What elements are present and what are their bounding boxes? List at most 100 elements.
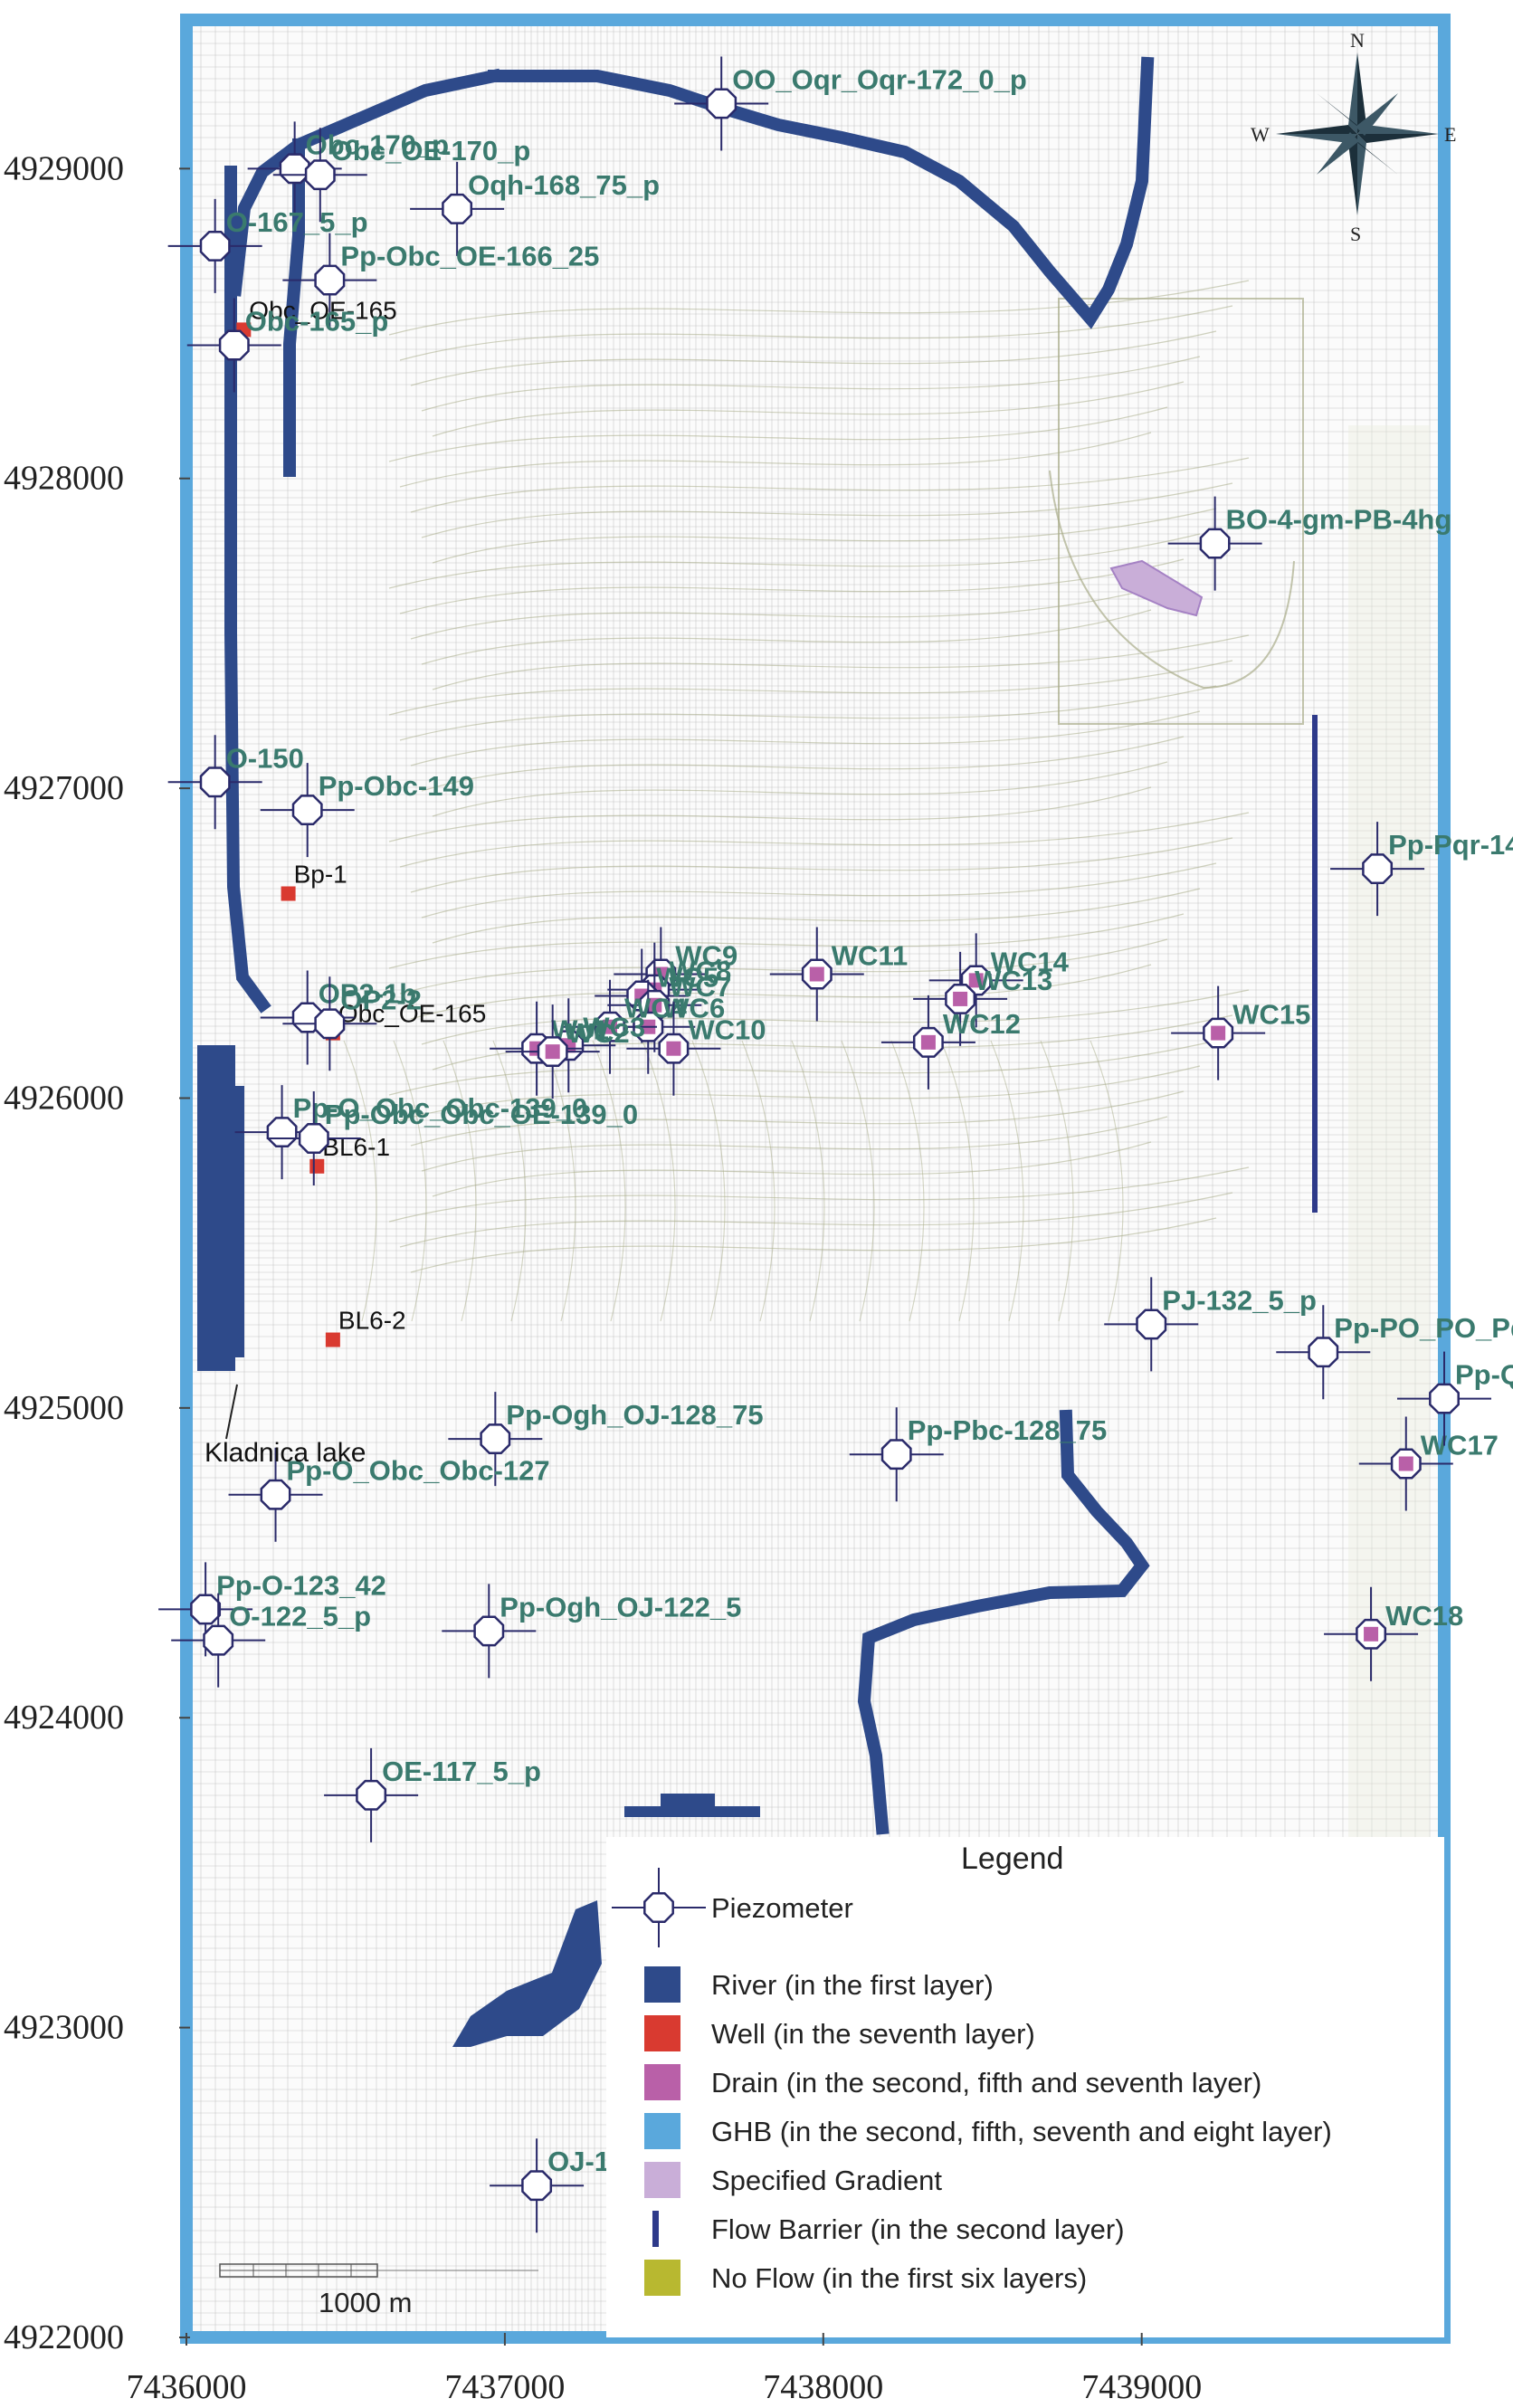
piezometer-label: Pp-Pqr-147_6 [1388,829,1513,861]
drain-well: WC11 [769,927,908,1022]
drain-label: WC3 [583,1011,645,1042]
piezometer-label: Pp-Ogh_OJ-128_75 [506,1399,763,1431]
drain-well: WC2 [505,1004,630,1099]
piezometer-label: Pp-Obc_OE-166_25 [340,241,599,272]
piezometer: O-122_5_p [171,1593,371,1688]
well-label: BL6-2 [338,1307,406,1335]
drain-well: WC13 [913,951,1052,1046]
piezometer-label: OO_Oqr_Oqr-172_0_p [732,63,1027,95]
piezometer: Pp-O_Obc_Obc-127 [228,1447,550,1542]
piezometer-label: Pp-Pbc-128_75 [908,1414,1108,1446]
drain-label: WC18 [1385,1600,1463,1632]
piezometer-label: Obc_OE-170_p [331,135,531,167]
piezometer: Pp-Q-130_37 [1397,1351,1513,1446]
legend-item-label: Flow Barrier (in the second layer) [711,2213,1125,2245]
compass-east: E [1444,123,1456,146]
legend-item: Flow Barrier (in the second layer) [652,2211,1125,2247]
x-tick-label: 7438000 [763,2368,883,2406]
well: Bp-1 [281,861,347,901]
drain-label: WC2 [567,1017,630,1049]
legend-item: Specified Gradient [644,2162,942,2198]
x-tick-label: 7437000 [444,2368,565,2406]
x-axis: 7436000 7437000 7438000 7439000 [127,2333,1202,2406]
legend-item: River (in the first layer) [644,1966,994,2003]
scale-label: 1000 m [319,2287,412,2318]
drain-well: WC4 [563,979,688,1074]
specified-gradient-zone [1109,559,1204,617]
piezometer: Pp-PO_PO_Pqr-131 [1276,1305,1513,1400]
piezometer-label: Pp-O_Obc_Obc-139_0 [293,1092,588,1124]
piezometer: Pp-Pqr-147_6 [1330,822,1513,917]
scale-bar: 1000 m [219,2263,538,2318]
piezometer: PJ-132_5_p [1104,1277,1317,1372]
piezometer: O-150 [167,735,304,830]
compass-south: S [1350,223,1361,245]
legend-title: Legend [961,1842,1063,1876]
piezometer-label: Pp-Q-130_37 [1455,1359,1513,1391]
x-tick-label: 7436000 [127,2368,247,2406]
drain-label: WC13 [975,965,1052,996]
piezometer: OE-117_5_p [324,1747,541,1842]
piezometer-label: Pp-O-123_42 [216,1569,386,1601]
x-tick-label: 7439000 [1081,2368,1202,2406]
drain-label: WC17 [1421,1430,1499,1461]
well: BL6-1 [309,1133,390,1174]
piezometer: OO_Oqr_Oqr-172_0_p [674,56,1027,151]
piezometer-label: Pp-Ogh_OJ-122_5 [500,1591,741,1623]
drain-label: WC11 [832,940,908,972]
legend-item: No Flow (in the first six layers) [644,2260,1087,2296]
piezometer-label: Pp-PO_PO_Pqr-131 [1334,1312,1513,1344]
legend-item-label: No Flow (in the first six layers) [711,2262,1087,2294]
piezometer-label: Obc-170_p [306,128,450,160]
drain-well: WC17 [1358,1416,1499,1511]
drain-label: WC12 [943,1008,1021,1040]
y-tick-label: 4924000 [4,1699,124,1737]
piezometer: Oqh-168_75_p [410,161,660,256]
piezometer: Pp-Ogh_OJ-122_5 [442,1584,741,1679]
terrain-contours [343,280,1295,1322]
well: Obc_OE-165 [236,296,397,338]
y-tick-label: 4929000 [4,149,124,187]
piezometers: OO_Oqr_Oqr-172_0_pObc-170_pObc_OE-170_pO… [158,56,1513,2233]
piezometer: Obc-165_p [186,298,388,393]
well-label: Bp-1 [294,861,347,889]
compass-north: N [1350,29,1365,52]
drain-label: WC7 [669,971,731,1003]
piezometer: Obc_OE-170_p [272,128,531,223]
well-label: Obc_OE-165 [249,296,396,324]
piezometer: Pp-Obc_Obc_OE-139_0 [266,1090,638,1185]
well: BL6-2 [325,1307,406,1347]
piezometer-label: OP2-1b [319,978,417,1010]
y-tick-label: 4922000 [4,2318,124,2356]
y-axis: 4929000 4928000 4927000 4926000 4925000 49240… [4,149,190,2356]
legend-item: GHB (in the second, fifth, seventh and e… [644,2113,1332,2149]
legend-item-label: Drain (in the second, fifth and seventh … [711,2067,1261,2099]
piezometer: Pp-Obc-149 [260,763,474,858]
drain-well: WC15 [1171,985,1310,1080]
piezometer-label: Pp-Obc-149 [319,770,474,802]
legend-item: Well (in the seventh layer) [644,2015,1035,2051]
y-tick-label: 4926000 [4,1080,124,1118]
legend-item-label: Well (in the seventh layer) [711,2018,1035,2050]
piezometer-label: BO-4-gm-PB-4hg [1226,504,1452,536]
piezometer: OP2-2 [282,976,422,1071]
drain-label: WC15 [1232,999,1310,1031]
y-tick-label: 4927000 [4,769,124,807]
compass-west: W [1251,123,1270,146]
piezometer-label: Oqh-168_75_p [468,169,660,201]
y-tick-label: 4925000 [4,1389,124,1427]
north-arrow: N S E W [1251,29,1456,245]
drain-label: WC9 [675,940,737,972]
legend-item-label: River (in the first layer) [711,1969,994,2001]
drain-well: WC18 [1324,1586,1463,1681]
drain-well: WC12 [880,995,1021,1090]
drain-label: WC14 [991,946,1070,977]
y-tick-label: 4928000 [4,460,124,498]
piezometer: BO-4-gm-PB-4hg [1167,496,1452,591]
drain-label: WC5 [656,962,718,994]
piezometer-label: OP2-2 [340,984,422,1015]
legend-item: Drain (in the second, fifth and seventh … [644,2064,1261,2100]
piezometer-label: O-167_5_p [226,206,368,238]
